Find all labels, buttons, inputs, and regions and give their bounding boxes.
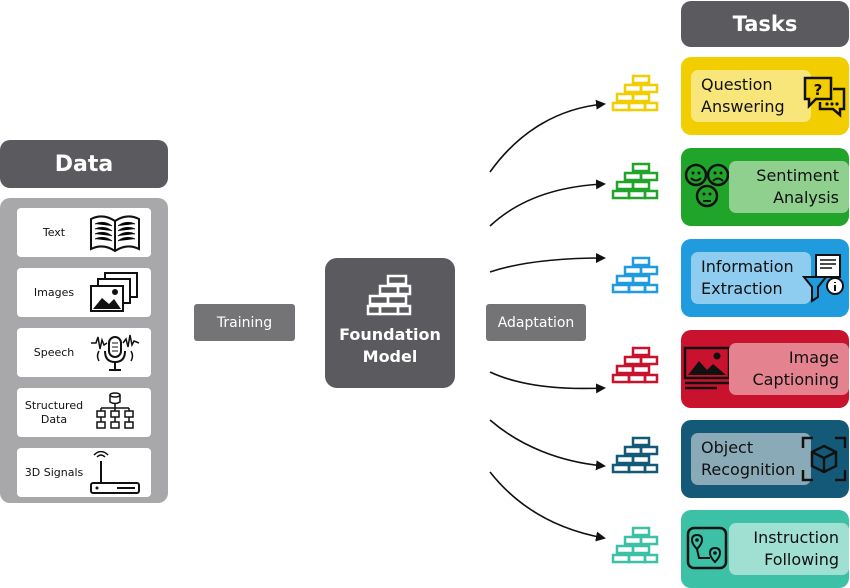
foundation-model-box: Foundation Model (325, 258, 455, 388)
brick-icon (611, 256, 659, 294)
brick-icon (611, 346, 659, 384)
question-chat-icon: ? (802, 75, 846, 119)
task-label-box: Instruction Following (729, 523, 849, 575)
data-header: Data (0, 140, 168, 188)
brick-icon (611, 162, 659, 200)
image-caption-icon (683, 346, 731, 390)
adaptation-label: Adaptation (486, 304, 586, 341)
arrow-to-sentiment-analysis (489, 179, 606, 227)
route-map-icon (686, 526, 728, 570)
arrow-to-object-recognition (489, 419, 606, 471)
document-funnel-icon (802, 253, 846, 303)
data-item-3d-signals: 3D Signals (17, 448, 151, 497)
adaptation-arrows (489, 99, 606, 542)
data-item-structured-data: Structured Data (17, 388, 151, 437)
data-item-label: Images (33, 285, 75, 299)
arrow-to-information-extraction (489, 253, 606, 273)
task-sentiment-analysis: Sentiment Analysis (681, 148, 849, 226)
tasks-header: Tasks (681, 1, 849, 47)
brick-wall-icon (366, 274, 414, 316)
brick-icon (611, 526, 659, 564)
task-instruction-following: Instruction Following (681, 510, 849, 588)
data-item-label: Text (42, 225, 66, 239)
task-label-box: Question Answering (691, 70, 811, 122)
data-item-text: Text (17, 208, 151, 257)
data-item-speech: Speech (17, 328, 151, 377)
arrow-to-question-answering (489, 99, 606, 173)
object-cube-focus-icon (801, 436, 847, 482)
data-item-label: 3D Signals (24, 465, 84, 479)
svg-text:?: ? (814, 81, 823, 99)
task-label-box: Information Extraction (691, 252, 811, 304)
data-item-label: Structured Data (24, 398, 84, 426)
task-label-box: Sentiment Analysis (729, 161, 849, 213)
microphone-waveform-icon (87, 331, 143, 375)
data-item-label: Speech (33, 345, 75, 359)
database-hierarchy-icon (87, 391, 143, 435)
training-label: Training (194, 304, 295, 341)
task-label-box: Image Captioning (729, 343, 849, 395)
brick-icon (611, 436, 659, 474)
task-image-captioning: Image Captioning (681, 330, 849, 408)
foundation-model-label: Foundation Model (339, 325, 441, 366)
task-question-answering: Question Answering ? (681, 57, 849, 135)
task-information-extraction: Information Extraction (681, 239, 849, 317)
task-label-box: Object Recognition (691, 433, 811, 485)
task-object-recognition: Object Recognition (681, 420, 849, 498)
open-book-icon (87, 211, 143, 255)
emotion-faces-icon (684, 162, 730, 210)
arrow-to-instruction-following (489, 471, 606, 542)
image-stack-icon (87, 271, 143, 315)
signal-router-icon (87, 451, 143, 495)
data-item-images: Images (17, 268, 151, 317)
arrow-to-image-captioning (489, 371, 606, 394)
brick-icon (611, 74, 659, 112)
